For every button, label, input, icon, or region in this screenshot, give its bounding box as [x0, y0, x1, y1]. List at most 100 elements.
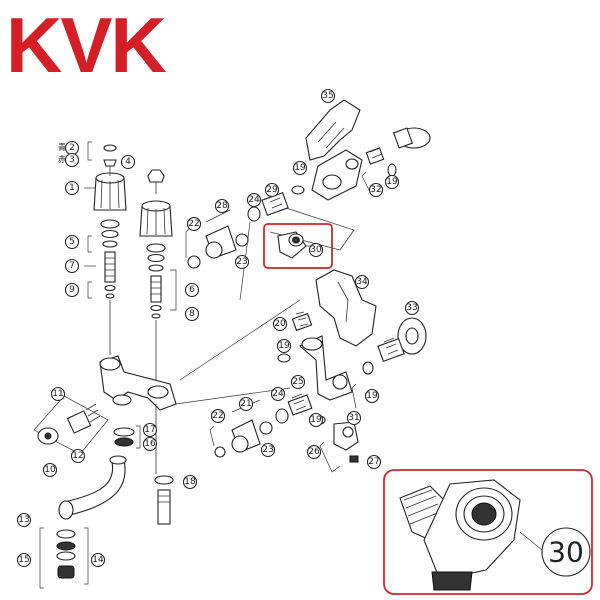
oring-19-right	[362, 361, 374, 375]
nut-23-lower	[259, 421, 273, 435]
part-number-p23b: 23	[262, 445, 273, 455]
faucet-body	[99, 299, 301, 411]
center-valve-assembly	[139, 169, 177, 380]
part-number-p7: 7	[69, 261, 75, 271]
callout-circle-p30	[308, 242, 324, 258]
part-number-p15: 15	[18, 555, 29, 565]
cap-22-upper	[187, 255, 201, 269]
callout-circle-p19c	[276, 338, 292, 354]
part-number-p11: 11	[52, 389, 63, 399]
callout-circle-p15	[16, 552, 32, 568]
color-label-red: 赤	[58, 155, 66, 164]
callout-circle-p19d	[364, 388, 380, 404]
callout-circle-p9	[64, 282, 80, 298]
part-number-p25: 25	[292, 377, 303, 387]
part-number-p31: 31	[348, 413, 359, 423]
part-number-p19b: 19	[386, 177, 398, 187]
part-number-p35: 35	[322, 91, 333, 101]
callout-circle-p1	[64, 180, 80, 196]
callout-circle-p35	[320, 88, 336, 104]
callout-circle-p22b	[210, 408, 226, 424]
callout-circle-p32	[368, 182, 384, 198]
spindle-6	[150, 275, 162, 303]
callout-circle-p34	[354, 274, 370, 290]
callout-circle-p31	[346, 410, 362, 426]
callout-circle-p20	[272, 316, 288, 332]
callout-circle-p4	[120, 154, 136, 170]
cartridge-20	[291, 312, 313, 332]
part-number-p19e: 19	[310, 415, 322, 425]
spindle-7	[104, 251, 116, 283]
union-25	[287, 394, 313, 416]
spout-pipe-13	[63, 459, 126, 516]
part-number-p3: 3	[69, 155, 75, 165]
part-number-p8: 8	[189, 309, 195, 319]
part-number-p26: 26	[308, 447, 320, 457]
callout-circle-p24b	[270, 386, 286, 402]
part-number-p19d: 19	[366, 391, 378, 401]
screw-4	[103, 159, 117, 167]
part-number-p2: 2	[69, 143, 75, 153]
callout-circle-p17	[142, 422, 158, 438]
washer-18	[154, 475, 174, 485]
part-number-p9: 9	[69, 285, 75, 295]
callout-circle-p12	[70, 448, 86, 464]
part-number-p28: 28	[216, 201, 228, 211]
callout-circle-p6	[184, 282, 200, 298]
part-number-p5: 5	[69, 237, 75, 247]
cap-blue	[103, 144, 117, 152]
callout-circle-p13	[16, 512, 32, 528]
screw-27	[349, 455, 359, 463]
part-number-p24b: 24	[272, 389, 284, 399]
callout-30-large	[541, 527, 591, 577]
highlight-box-small	[263, 223, 333, 269]
part-number-p21: 21	[240, 399, 251, 409]
highlight-part-30-large: 30	[383, 469, 593, 595]
oring-19-left	[277, 353, 291, 363]
union-right	[377, 338, 405, 362]
part-number-p27: 27	[368, 457, 379, 467]
part-number-p19a: 19	[294, 163, 306, 173]
part-number-p19c: 19	[278, 341, 290, 351]
part-number-p22a: 22	[188, 219, 199, 229]
part-number-p33: 33	[406, 303, 417, 313]
union-12	[66, 410, 92, 434]
washer-5	[100, 219, 120, 229]
nut-24-lower	[275, 408, 289, 424]
part-number-p1: 1	[69, 183, 75, 193]
color-label-blue: 青	[58, 142, 66, 152]
callout-circle-p33	[404, 300, 420, 316]
aerator-15	[57, 565, 75, 579]
part-number-p12: 12	[72, 451, 83, 461]
callout-circle-p19a	[292, 160, 308, 176]
part-number-p23a: 23	[236, 257, 247, 267]
ring-14	[56, 529, 76, 539]
part-number-p10: 10	[44, 465, 56, 475]
part-number-p29: 29	[266, 185, 278, 195]
upper-right-assembly	[185, 99, 431, 301]
callout-circle-p8	[184, 306, 200, 322]
screw-top-center	[147, 169, 165, 183]
nut-24-upper	[247, 206, 261, 222]
part-number-p32: 32	[370, 185, 381, 195]
lower-left-parts	[33, 395, 174, 589]
nut-23-upper	[235, 233, 249, 247]
callout-circle-p21	[238, 396, 254, 412]
pipe-18	[157, 489, 171, 525]
highlight-part-30-small	[263, 223, 333, 269]
callout-circle-p19e	[308, 412, 324, 428]
part-number-p16: 16	[144, 439, 156, 449]
part-number-p14: 14	[92, 555, 104, 565]
callout-circle-p14	[90, 552, 106, 568]
callout-circle-p22a	[186, 216, 202, 232]
callout-circle-p23a	[234, 254, 250, 270]
part-number-30-large: 30	[548, 536, 584, 569]
part-number-p22b: 22	[212, 411, 223, 421]
callout-circle-p28	[214, 198, 230, 214]
callout-circle-p27	[366, 454, 382, 470]
part-number-p17: 17	[144, 425, 155, 435]
cover-34	[315, 269, 377, 347]
